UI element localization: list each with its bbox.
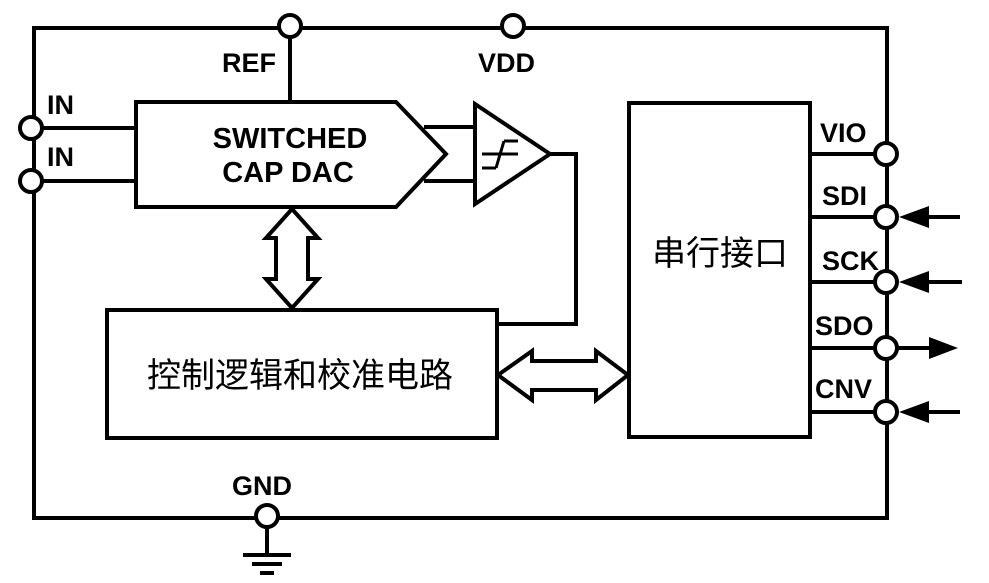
- sck-pin-group: SCK: [808, 246, 962, 295]
- serial-interface-label: 串行接口: [652, 234, 788, 274]
- sdi-pin-group: SDI: [808, 181, 960, 230]
- sdo-label: SDO: [815, 311, 874, 341]
- vio-pin: [873, 141, 899, 167]
- in-pos-pin: [18, 115, 44, 141]
- in-neg-label: IN: [47, 142, 74, 172]
- dac-control-bus-arrow: [261, 206, 323, 311]
- vio-label: VIO: [820, 118, 867, 148]
- vdd-label: VDD: [478, 48, 535, 78]
- cnv-input-arrow-icon: [899, 401, 929, 423]
- vdd-pin: [500, 13, 526, 39]
- hysteresis-icon: [482, 139, 518, 170]
- cnv-label: CNV: [815, 374, 872, 404]
- comparator-output-wire: [496, 152, 578, 326]
- sdi-input-arrow-icon: [899, 206, 929, 228]
- chip-outline: [32, 26, 889, 520]
- in-neg-pin: [18, 168, 44, 194]
- sdo-pin-group: SDO: [808, 311, 958, 361]
- dac-label-line2: CAP DAC: [222, 157, 354, 189]
- sck-pin: [873, 269, 899, 295]
- ref-label: REF: [222, 48, 276, 78]
- control-logic-label: 控制逻辑和校准电路: [147, 356, 453, 396]
- sdi-label: SDI: [822, 181, 867, 211]
- sck-input-arrow-icon: [899, 271, 929, 293]
- control-logic-block: [105, 308, 499, 440]
- gnd-pin: [254, 503, 280, 529]
- ground-symbol-icon: [243, 553, 291, 575]
- cnv-pin: [873, 399, 899, 425]
- sck-label: SCK: [822, 246, 880, 276]
- sdo-pin: [873, 335, 899, 361]
- dac-label-line1: SWITCHED: [213, 123, 368, 155]
- sdi-pin: [873, 204, 899, 230]
- gnd-pin-group: GND: [232, 471, 292, 575]
- gnd-label: GND: [232, 471, 292, 501]
- sdo-output-arrow-icon: [929, 337, 958, 359]
- ref-pin: [277, 13, 303, 39]
- cnv-pin-group: CNV: [808, 374, 960, 425]
- comparator: [473, 100, 554, 208]
- in-pos-label: IN: [47, 90, 74, 120]
- control-serial-bus-arrow: [494, 347, 632, 405]
- vio-pin-group: VIO: [808, 118, 899, 167]
- serial-interface-block: [627, 101, 812, 439]
- switched-cap-dac-block: [134, 100, 449, 209]
